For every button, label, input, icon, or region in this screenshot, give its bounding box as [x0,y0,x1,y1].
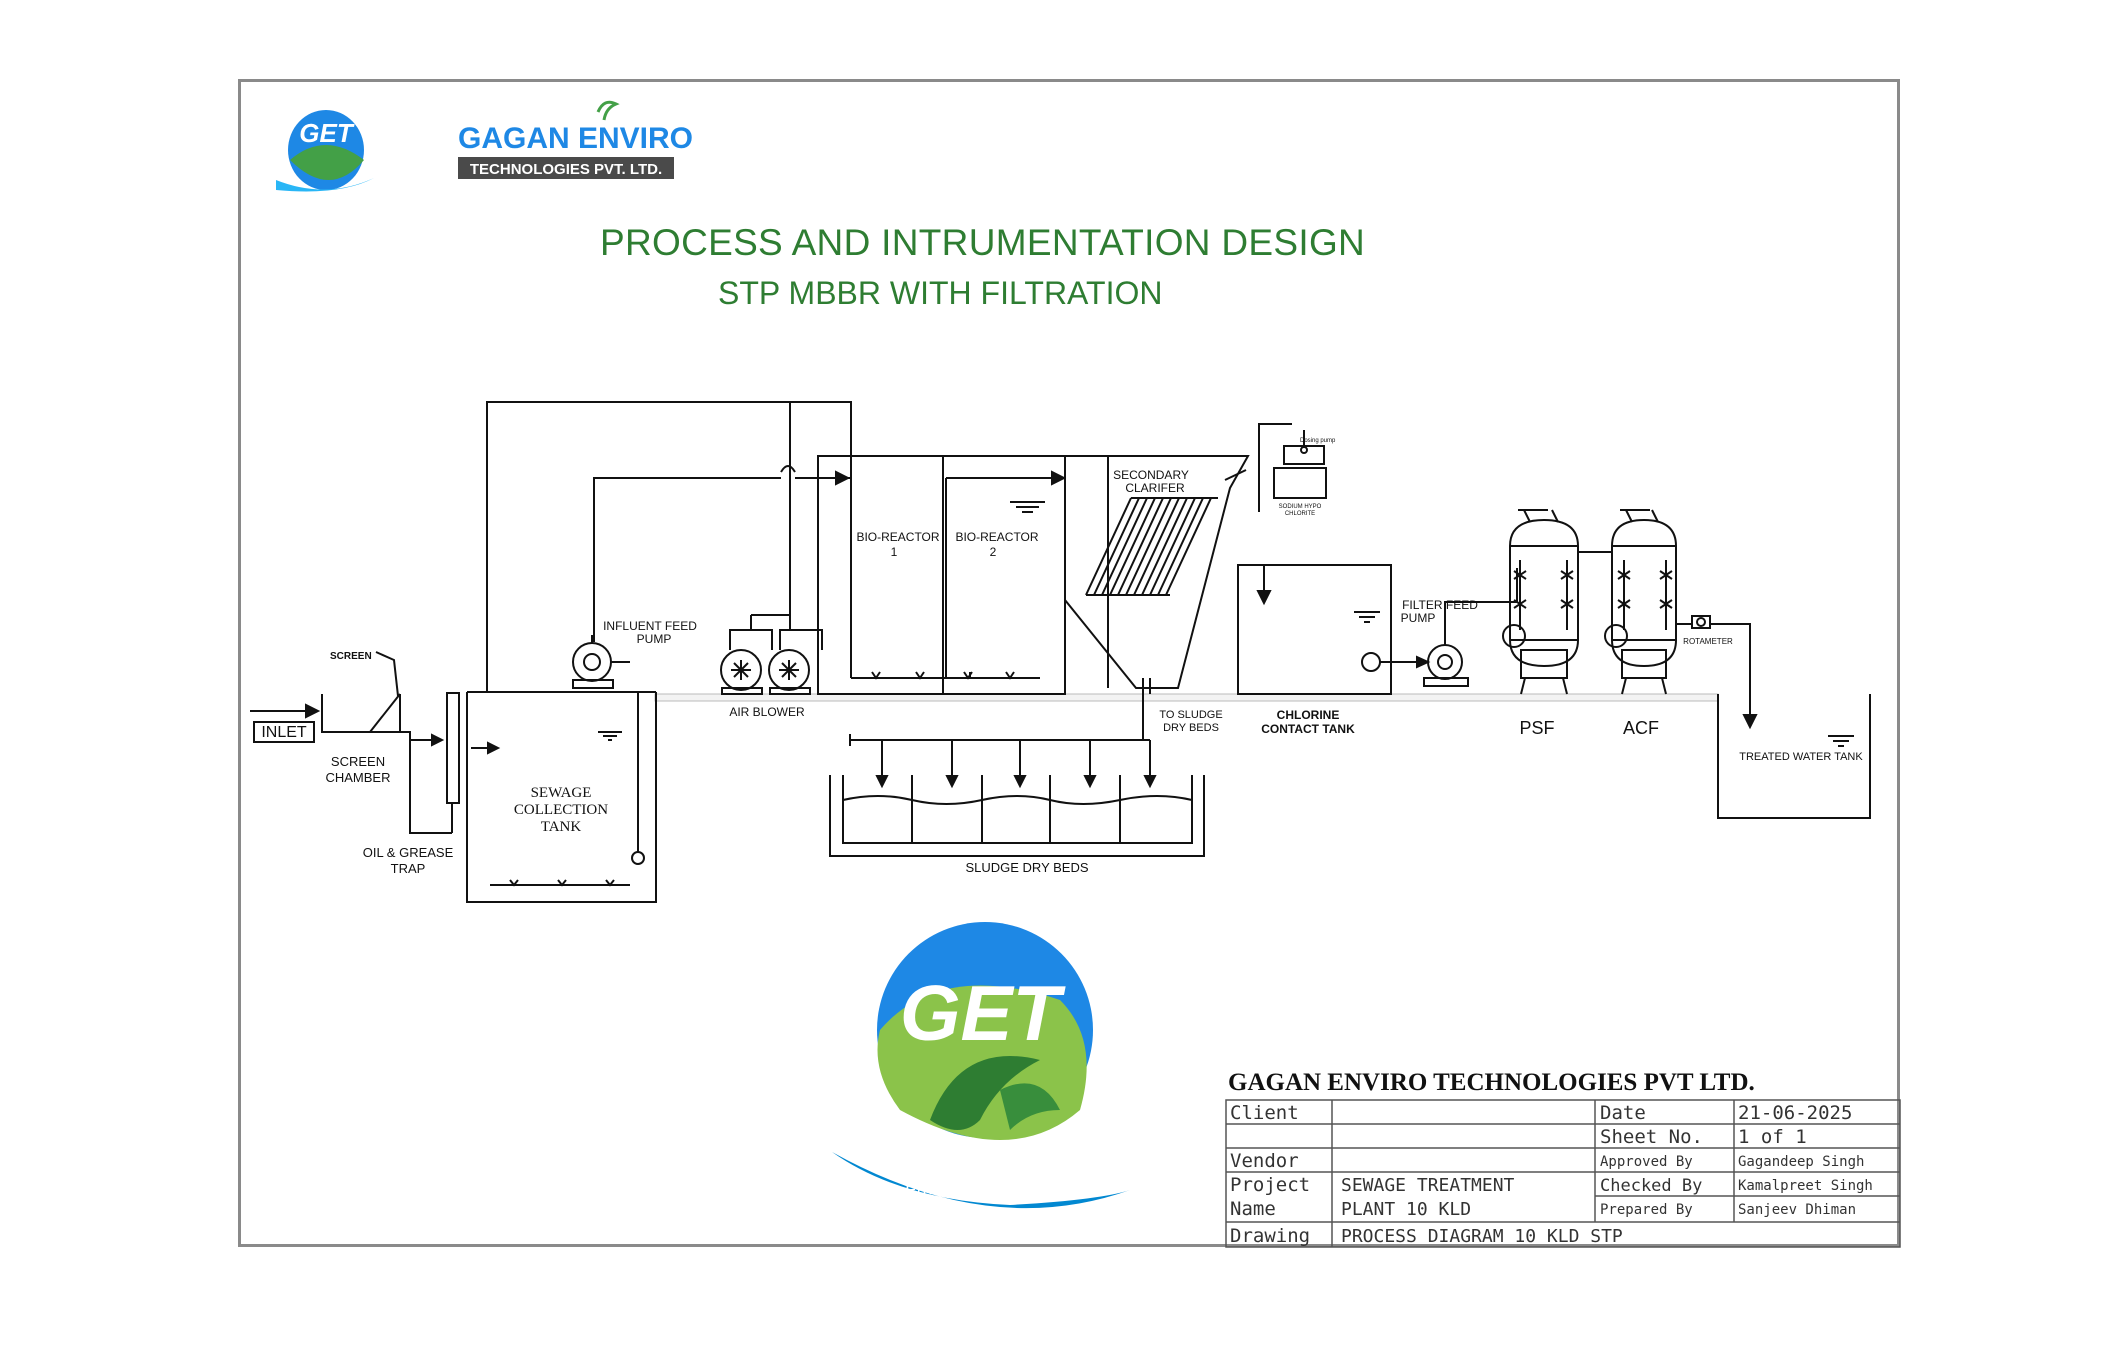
drawing-frame [238,79,1900,1247]
label-dosing-pump: Dosing pump [1300,438,1336,444]
label-clarifier-1: SECONDARY [1113,468,1189,482]
label-filter-pump-1: FILTER FEED [1402,598,1478,612]
label-inlet: INLET [261,724,307,741]
brand-name: GAGAN ENVIRO [458,122,693,155]
tb-approved-value: Gagandeep Singh [1738,1154,1864,1170]
tb-sheet-value: 1 of 1 [1738,1126,1807,1148]
label-oil-trap-2: TRAP [391,861,426,876]
label-bioreactor2-1: BIO-REACTOR [955,530,1038,544]
label-clarifier-2: CLARIFER [1125,481,1185,495]
label-screen-chamber-1: SCREEN [331,754,385,769]
label-treated-tank: TREATED WATER TANK [1739,751,1863,763]
tb-drawing-value: PROCESS DIAGRAM 10 KLD STP [1341,1226,1623,1247]
big-logo-tagline: Best Environment Solution [863,1163,1076,1205]
tb-vendor-label: Vendor [1230,1150,1299,1172]
tb-prepared-label: Prepared By [1600,1202,1693,1218]
tb-date-value: 21-06-2025 [1738,1102,1852,1124]
brand-sub: TECHNOLOGIES PVT. LTD. [470,161,662,178]
label-filter-pump-2: PUMP [1401,611,1436,625]
tb-prepared-value: Sanjeev Dhiman [1738,1202,1856,1218]
label-to-sludge-2: DRY BEDS [1163,722,1219,734]
tb-project-value-2: PLANT 10 KLD [1341,1199,1471,1220]
small-logo-text: GET [299,118,355,148]
title-block [1225,1099,1901,1248]
tb-project-label-2: Name [1230,1198,1276,1220]
diagram-title: PROCESS AND INTRUMENTATION DESIGN [600,222,1366,263]
label-sludge-beds: SLUDGE DRY BEDS [965,860,1088,875]
label-hypo-2: CHLORITE [1285,511,1315,517]
label-influent-pump-2: PUMP [637,632,672,646]
tb-project-value-1: SEWAGE TREATMENT [1341,1175,1515,1196]
label-screen-chamber-2: CHAMBER [325,770,390,785]
label-to-sludge-1: TO SLUDGE [1159,709,1222,721]
title-block-company: GAGAN ENVIRO TECHNOLOGIES PVT LTD. [1228,1069,1755,1096]
tb-project-label-1: Project [1230,1174,1310,1196]
label-sewage-tank-3: TANK [541,819,582,835]
tb-sheet-label: Sheet No. [1600,1126,1703,1148]
label-acf: ACF [1623,718,1659,738]
label-bioreactor1-2: 1 [891,545,898,559]
diagram-subtitle: STP MBBR WITH FILTRATION [718,275,1163,311]
label-oil-trap-1: OIL & GREASE [363,845,454,860]
tb-checked-value: Kamalpreet Singh [1738,1178,1873,1194]
label-screen: SCREEN [330,651,372,662]
label-air-blower: AIR BLOWER [729,705,805,719]
tb-client-label: Client [1230,1102,1299,1124]
label-hypo-1: SODIUM HYPO [1279,504,1322,510]
label-psf: PSF [1519,718,1554,738]
small-logo: GET [276,110,374,192]
tb-date-label: Date [1600,1102,1646,1124]
label-rotameter: ROTAMETER [1683,637,1733,646]
label-chlorine-1: CHLORINE [1277,708,1340,722]
label-bioreactor2-2: 2 [990,545,997,559]
label-bioreactor1-1: BIO-REACTOR [856,530,939,544]
tb-approved-label: Approved By [1600,1154,1693,1170]
big-logo-text: GET [900,969,1067,1057]
label-chlorine-2: CONTACT TANK [1261,722,1355,736]
big-logo: GET Best Environment Solution [832,922,1130,1209]
tb-checked-label: Checked By [1600,1176,1702,1196]
tb-drawing-label: Drawing [1230,1225,1310,1247]
label-sewage-tank-2: COLLECTION [514,802,608,818]
label-sewage-tank-1: SEWAGE [531,785,592,801]
brand: GAGAN ENVIRO TECHNOLOGIES PVT. LTD. [458,100,693,179]
label-influent-pump-1: INFLUENT FEED [603,619,697,633]
